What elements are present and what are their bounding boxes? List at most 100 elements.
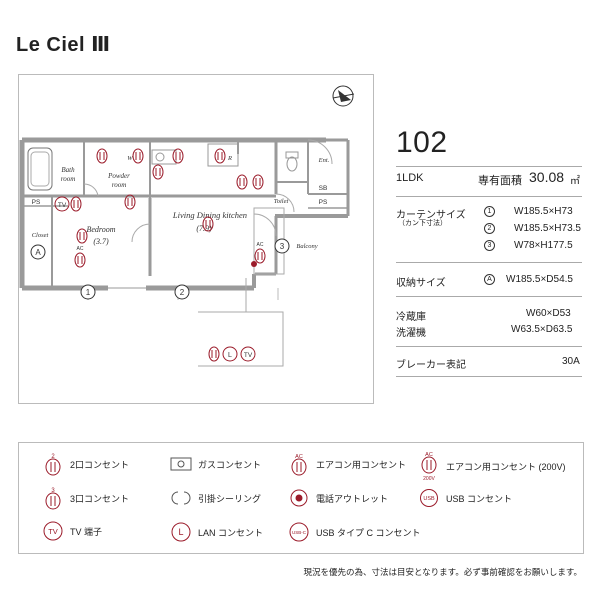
ps-left-label: PS: [32, 199, 41, 206]
curtain-marker-2: 2: [484, 223, 495, 234]
bath-label-2: room: [61, 175, 76, 183]
ps-right-label: PS: [319, 199, 328, 206]
svg-text:1: 1: [86, 288, 91, 297]
unit-number: 102: [396, 126, 448, 159]
w-label: W: [127, 155, 133, 162]
legend-item-ceiling: 引掛シーリング: [170, 490, 261, 506]
divider: [396, 376, 582, 377]
tv-terminal-icon: [54, 196, 70, 212]
area-value: 30.08: [529, 169, 565, 185]
window-marker-3: 3: [274, 238, 290, 254]
tv-terminal-icon: [240, 346, 256, 362]
entrance-label: Ent.: [318, 157, 330, 164]
outlet-2-icon: [202, 216, 214, 232]
curtain-marker-1: 1: [484, 206, 495, 217]
footnote: 現況を優先の為、寸法は目安となります。必ず事前確認をお願いします。: [303, 567, 582, 577]
bedroom-size: (3.7): [93, 237, 109, 246]
curtain-sublabel: （カン下寸法）: [398, 220, 447, 227]
floorplan-frame: [18, 74, 374, 404]
outlet-ac-200v-icon: AC 200V: [421, 452, 437, 482]
svg-text:A: A: [35, 248, 41, 257]
lan-outlet-text: L: [228, 352, 232, 359]
divider: [396, 296, 582, 297]
svg-text:USB: USB: [423, 496, 435, 502]
area-unit: ㎡: [570, 176, 580, 187]
powder-label: Powder: [107, 172, 130, 180]
outlet-2-icon: [152, 164, 164, 180]
tv-terminal-text: TV: [58, 202, 67, 209]
outlet-2-icon: [124, 194, 136, 210]
outlet-ac-icon: AC: [291, 454, 307, 476]
svg-text:3: 3: [51, 488, 55, 494]
storage-size: W185.5×D54.5: [506, 274, 573, 285]
outlet-2-icon: [96, 148, 108, 164]
outlet-2-icon: [172, 148, 184, 164]
svg-text:2: 2: [51, 454, 55, 460]
washer-label: 洗濯機: [396, 328, 426, 339]
outlet-ac-icon: [74, 252, 86, 268]
legend-item-gas: ガスコンセント: [170, 456, 261, 472]
legend-item-outlet-3: 3 3口コンセント: [42, 486, 129, 510]
legend-item-usbc: USB-C USB タイプ C コンセント: [288, 521, 421, 543]
svg-text:2: 2: [180, 288, 185, 297]
curtain-marker-3: 3: [484, 240, 495, 251]
outlet-2-icon: [70, 196, 82, 212]
divider: [396, 346, 582, 347]
legend-item-lan: L LAN コンセント: [170, 521, 263, 543]
divider: [396, 196, 582, 197]
breaker-value: 30A: [562, 356, 580, 367]
ac-outlet-text: AC: [257, 242, 264, 248]
svg-text:3: 3: [280, 242, 285, 251]
floorplan: Bath room Powder room Living Dining kitc…: [19, 85, 355, 367]
divider: [396, 166, 582, 167]
svg-text:L: L: [178, 527, 183, 537]
outlet-2-icon: [214, 148, 226, 164]
property-name: Le Ciel Ⅲ: [16, 34, 111, 56]
lan-outlet-icon: L: [171, 522, 191, 542]
storage-marker-a: A: [30, 244, 46, 260]
outlet-2-icon: [76, 228, 88, 244]
area-label: 専有面積: [478, 175, 522, 187]
lan-outlet-icon: [222, 346, 238, 362]
outlet-2-icon: [132, 148, 144, 164]
tv-terminal-text: TV: [244, 352, 253, 359]
legend-item-usb: USB USB コンセント: [418, 488, 512, 508]
north-arrow-icon: [332, 85, 355, 107]
curtain-size-3: W78×H177.5: [514, 240, 573, 251]
bedroom-label: Bedroom: [86, 225, 115, 234]
window-marker-2: 2: [174, 284, 190, 300]
r-label: R: [227, 155, 232, 162]
outlet-3-icon: 3: [45, 488, 61, 510]
legend-item-phone: 電話アウトレット: [288, 488, 388, 508]
legend: [18, 442, 584, 554]
usb-c-outlet-icon: USB-C: [289, 522, 309, 542]
sb-label: SB: [319, 185, 328, 192]
window-marker-1: 1: [80, 284, 96, 300]
phone-outlet-icon: [251, 261, 257, 267]
legend-item-tv: TV TV 端子: [42, 520, 102, 542]
svg-text:AC: AC: [425, 452, 433, 458]
bath-label: Bath: [61, 166, 75, 174]
balcony-label: Balcony: [296, 243, 317, 250]
svg-text:USB-C: USB-C: [292, 530, 307, 535]
ac-outlet-text: AC: [77, 246, 84, 252]
ldk-label: Living Dining kitchen: [172, 210, 247, 220]
storage-marker: A: [484, 274, 495, 285]
svg-text:200V: 200V: [423, 476, 435, 482]
svg-text:AC: AC: [295, 454, 303, 460]
storage-label: 収納サイズ: [396, 278, 446, 289]
outlet-ac-icon: [254, 248, 266, 264]
layout-type: 1LDK: [396, 172, 424, 184]
legend-item-outlet-2: 2 2口コンセント: [42, 452, 129, 476]
curtain-size-2: W185.5×H73.5: [514, 223, 581, 234]
legend-item-ac: AC エアコン用コンセント: [288, 452, 406, 476]
closet-label: Closet: [32, 232, 49, 239]
usb-outlet-icon: USB: [420, 489, 438, 507]
walls: [19, 137, 350, 291]
svg-text:TV: TV: [48, 527, 58, 536]
powder-label-2: room: [112, 181, 127, 189]
phone-outlet-icon: [290, 489, 308, 507]
outlet-2-icon: [236, 174, 248, 190]
fridge-label: 冷蔵庫: [396, 312, 426, 323]
ceiling-hook-icon: [171, 491, 191, 505]
